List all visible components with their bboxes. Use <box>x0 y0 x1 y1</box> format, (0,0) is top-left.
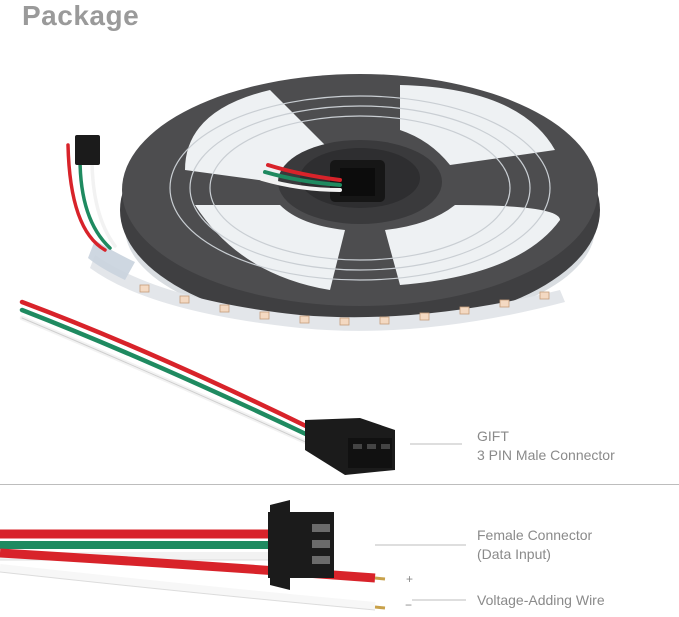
male-connector <box>305 418 395 475</box>
voltage-wire-label: Voltage-Adding Wire <box>477 592 605 608</box>
minus-sign: − <box>405 598 413 612</box>
gift-label: GIFT 3 PIN Male Connector <box>477 427 615 465</box>
female-line1: Female Connector <box>477 527 593 543</box>
female-connector-label: Female Connector (Data Input) <box>477 526 592 564</box>
gift-line2: 3 PIN Male Connector <box>477 447 615 463</box>
led-strip-tail <box>88 240 565 331</box>
led-reel <box>120 74 600 330</box>
hub-wires <box>260 163 342 192</box>
section-divider <box>0 484 679 485</box>
page-title: Package <box>22 0 140 31</box>
plus-sign: + <box>406 572 414 586</box>
female-connector <box>268 500 334 590</box>
top-left-connector <box>66 135 117 252</box>
male-connector-wires <box>19 299 313 447</box>
female-line2: (Data Input) <box>477 546 551 562</box>
gift-line1: GIFT <box>477 428 509 444</box>
